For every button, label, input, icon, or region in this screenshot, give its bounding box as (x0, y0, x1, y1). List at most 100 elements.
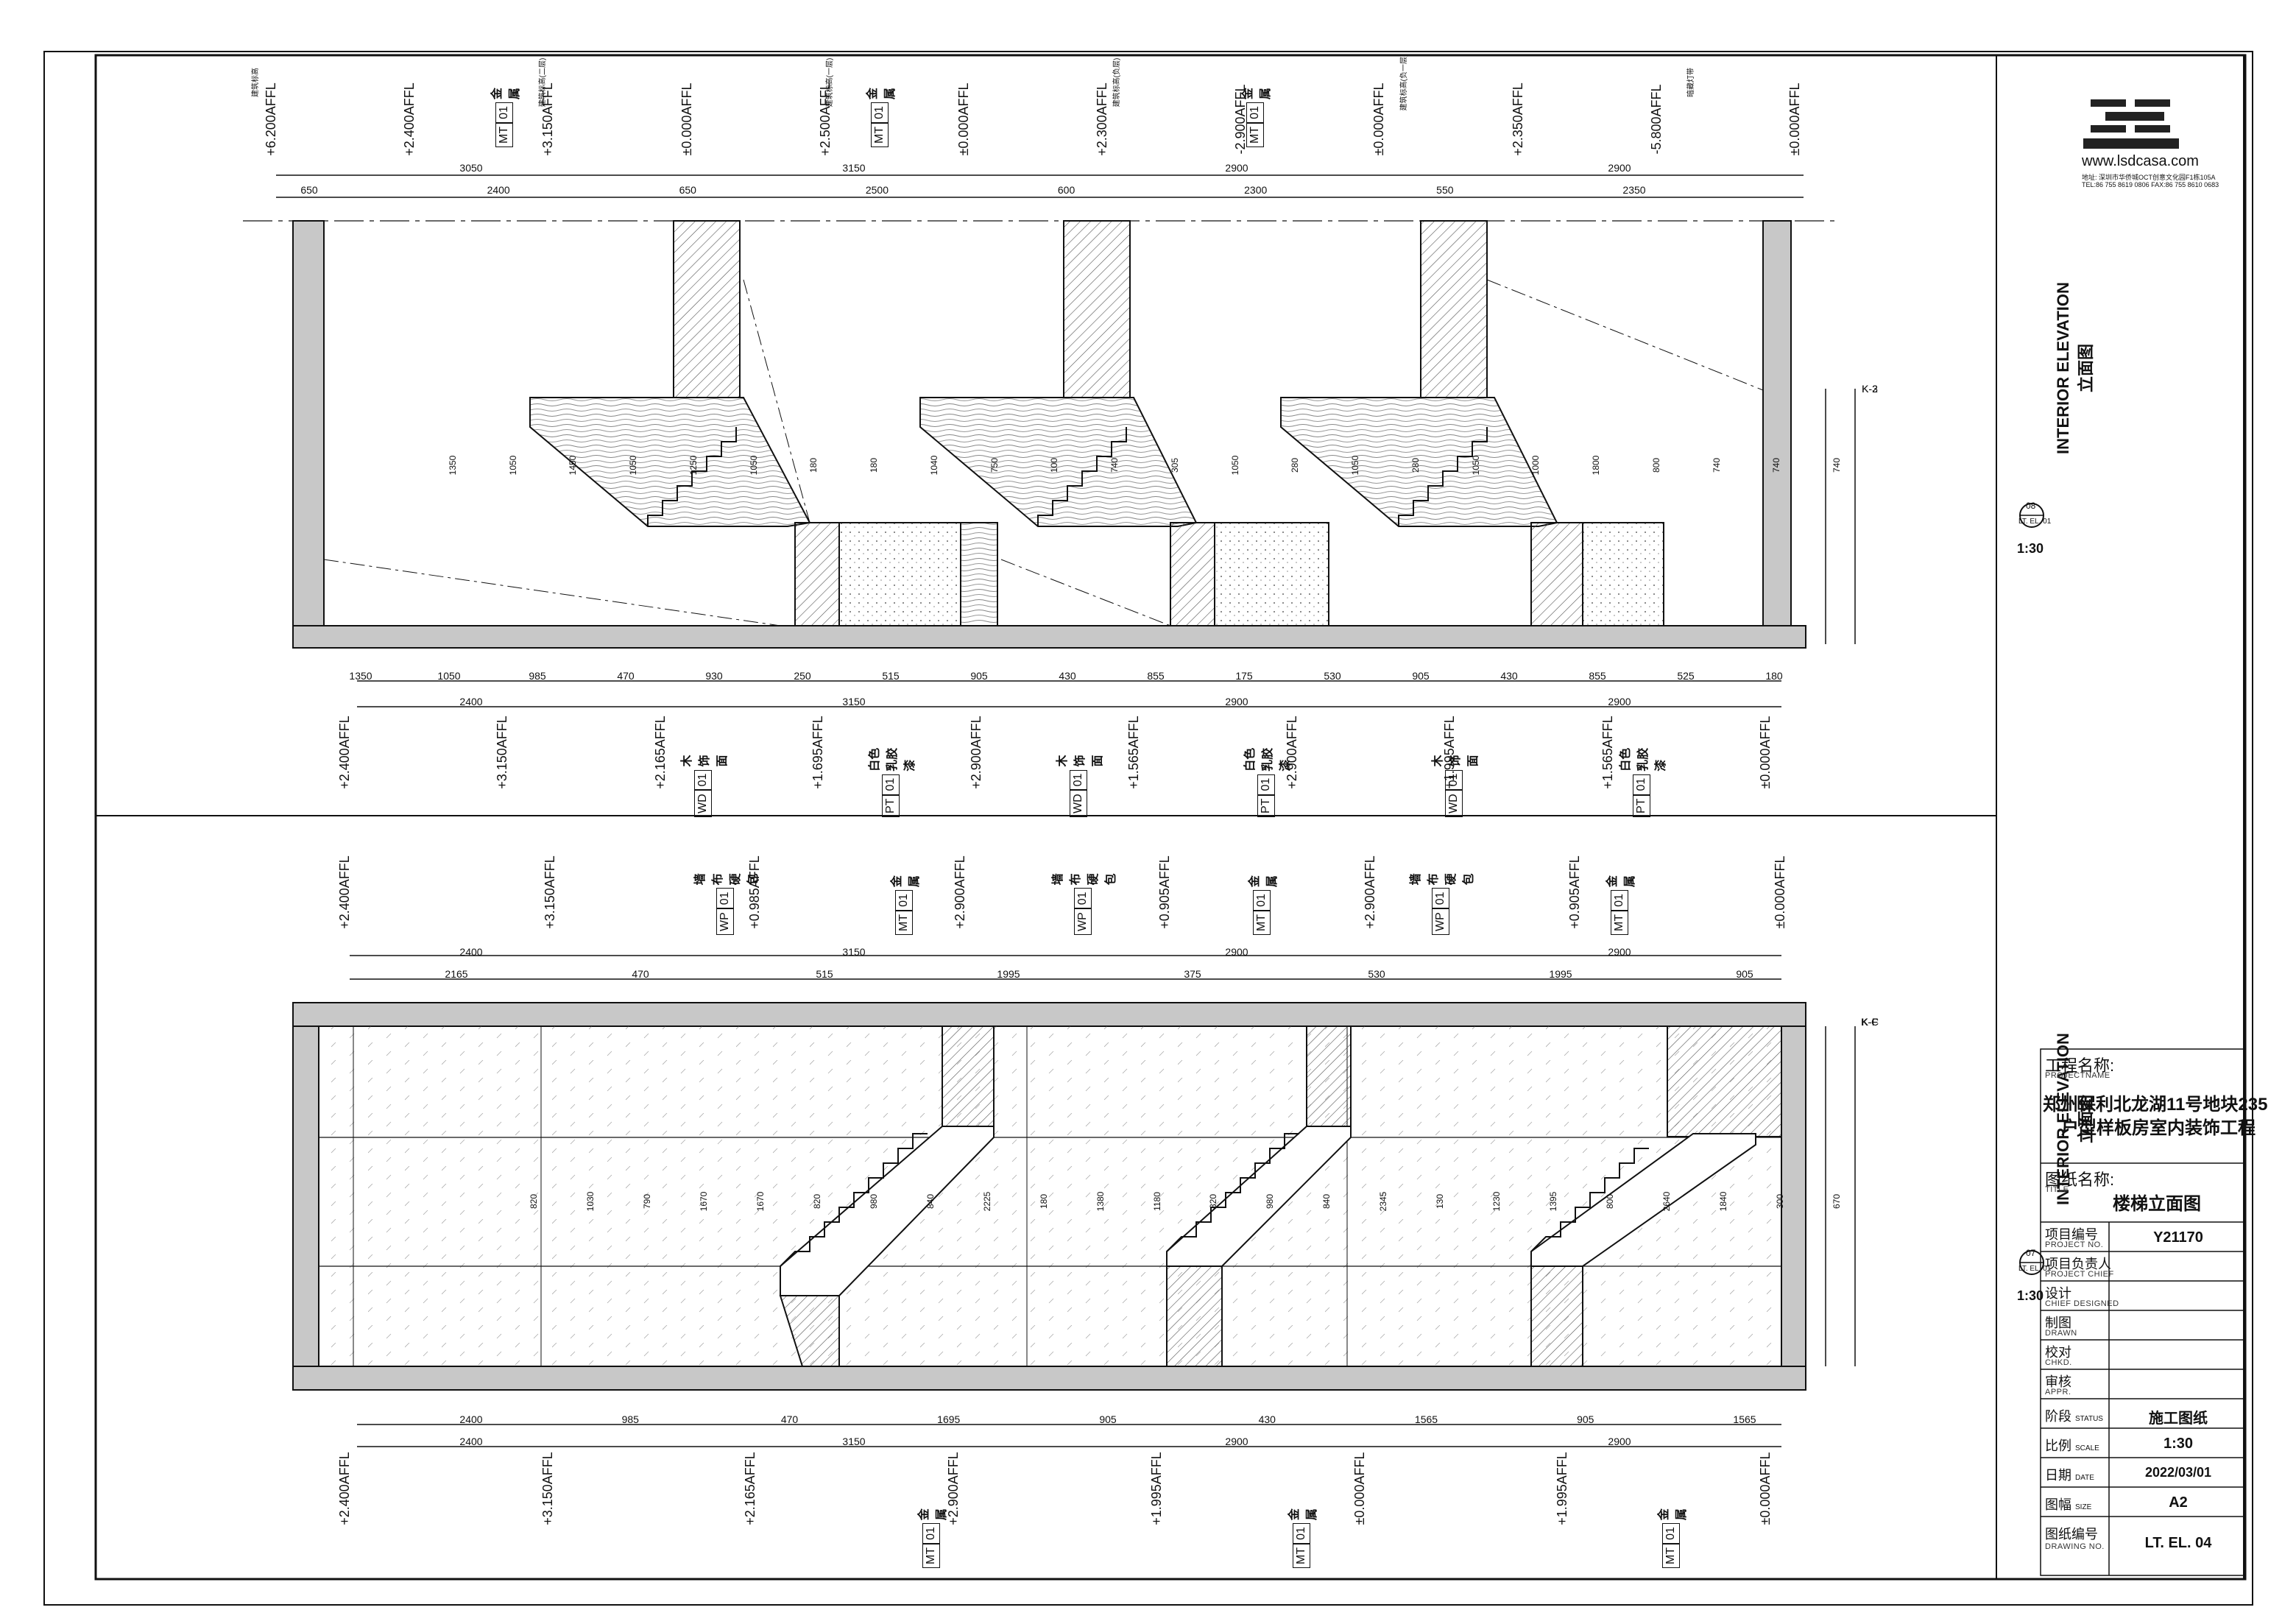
level-label: +3.150AFFL (542, 855, 557, 929)
material-tag-code: MT (871, 122, 889, 147)
level-label: -5.800AFFL (1648, 84, 1664, 155)
level-note: 建筑标高(一层) (826, 57, 834, 107)
dimension-label: 2400 (459, 696, 483, 707)
dimension-label: 840 (925, 1193, 936, 1210)
dimension-label: 980 (1265, 1193, 1276, 1210)
dimension-label: 1030 (584, 1191, 596, 1212)
dimension-label: 3050 (459, 162, 483, 174)
dimension-label: 740 (1109, 457, 1120, 473)
dimension-label: 2350 (1622, 184, 1646, 196)
chkd-label-en: CHKD. (2045, 1358, 2072, 1367)
dimension-label: 1230 (1491, 1191, 1502, 1212)
dimension-label: 800 (1650, 457, 1661, 473)
dimension-label: 1565 (1414, 1413, 1438, 1425)
material-tag-code: WP (716, 908, 734, 935)
dimension-label: 2400 (459, 1413, 483, 1425)
dimension-label: 2900 (1608, 696, 1631, 707)
dimension-label: 470 (617, 670, 635, 682)
dimension-label: 1670 (755, 1191, 766, 1212)
dimension-label: 2900 (1608, 162, 1631, 174)
material-tag-num: 01 (1253, 890, 1271, 911)
dimension-label: 470 (780, 1413, 799, 1425)
dimension-label: 530 (1368, 968, 1385, 980)
dimension-label: 1050 (507, 455, 518, 476)
inner-border (94, 54, 2247, 1581)
material-tag-code: WD (1445, 790, 1463, 817)
dimension-label: 670 (1831, 1193, 1842, 1210)
dimension-label: 100 (1049, 457, 1060, 473)
dimension-label: 905 (1412, 670, 1430, 682)
view-ref-sheet-top: LT. EL. 01 (2018, 518, 2052, 526)
level-label: +0.905AFFL (1157, 855, 1173, 929)
top-elevation-drawing (243, 174, 1856, 707)
dimension-label: 2900 (1225, 162, 1248, 174)
project-no-label-en: PROJECT NO. (2045, 1240, 2104, 1249)
dimension-label: 800 (1605, 1193, 1616, 1210)
material-tag-num: 01 (716, 888, 734, 909)
dimension-label: 530 (1324, 670, 1341, 682)
dimension-label: 985 (621, 1413, 639, 1425)
material-tag-text: 金属 (866, 88, 897, 100)
dimension-label: 650 (679, 184, 696, 196)
dimension-label: 3150 (842, 1436, 866, 1447)
dimension-label: 600 (1057, 184, 1075, 196)
material-tag-num: 01 (922, 1523, 940, 1544)
level-label: +2.400AFFL (337, 1452, 352, 1525)
level-label: +2.350AFFL (1510, 82, 1525, 156)
drawing-no-value: LT. EL. 04 (2144, 1535, 2212, 1551)
dimension-label: 855 (1147, 670, 1165, 682)
drawn-label: 制图 (2045, 1316, 2071, 1330)
chief-label: 项目负责人 (2045, 1257, 2111, 1271)
dimension-label: 1050 (628, 455, 639, 476)
dimension-label: 1395 (1548, 1191, 1559, 1212)
dimension-label: 820 (811, 1193, 822, 1210)
material-tag-num: 01 (1070, 769, 1087, 791)
dimension-label: 515 (882, 670, 900, 682)
view-title-top: INTERIOR ELEVATION 立面图 (2054, 282, 2095, 454)
drawing-title: 楼梯立面图 (2113, 1194, 2201, 1214)
dimension-label: 905 (970, 670, 988, 682)
dimension-label: 2900 (1225, 1436, 1248, 1447)
dimension-label: 2400 (459, 946, 483, 958)
dimension-label: 1050 (1470, 455, 1481, 476)
dimension-label: 1995 (997, 968, 1020, 980)
material-tag-text: 金属 (1606, 875, 1636, 888)
status-value: 施工图纸 (2149, 1411, 2208, 1427)
dimension-label: 820 (1208, 1193, 1219, 1210)
dimension-label: 930 (705, 670, 723, 682)
dimension-label: 180 (808, 457, 819, 473)
dimension-label: 1350 (349, 670, 372, 682)
dimension-label: 790 (641, 1193, 652, 1210)
project-no-label: 项目编号 (2045, 1227, 2098, 1242)
dimension-label: 1800 (1591, 455, 1602, 476)
designed-label-en: CHIEF DESIGNED (2045, 1299, 2119, 1308)
size-value: A2 (2169, 1494, 2188, 1511)
material-tag-text: 金属 (891, 875, 921, 888)
material-tag-num: 01 (871, 102, 889, 123)
level-label: ±0.000AFFL (1787, 82, 1802, 156)
view-label-bottom (2019, 1250, 2044, 1275)
level-note: 暗藏灯带 (1687, 68, 1695, 97)
material-tag-text: 金属 (918, 1508, 948, 1521)
dimension-label: 430 (1059, 670, 1076, 682)
dimension-label: 1565 (1733, 1413, 1756, 1425)
drawing-no-label: 图纸编号 (2045, 1527, 2098, 1542)
material-tag-code: MT (1611, 910, 1628, 935)
appr-label-en: APPR. (2045, 1388, 2071, 1397)
dimension-label: 2500 (865, 184, 889, 196)
level-label: ±0.000AFFL (1371, 82, 1387, 156)
dimension-label: 180 (1765, 670, 1783, 682)
dimension-label: 2900 (1608, 1436, 1631, 1447)
dimension-label: 3150 (842, 696, 866, 707)
company-logo (2083, 99, 2179, 149)
material-tag-code: MT (1246, 122, 1264, 147)
material-tag-text: 墙布硬包 (1052, 873, 1117, 886)
appr-label: 审核 (2045, 1374, 2071, 1389)
material-tag-code: MT (922, 1543, 940, 1568)
